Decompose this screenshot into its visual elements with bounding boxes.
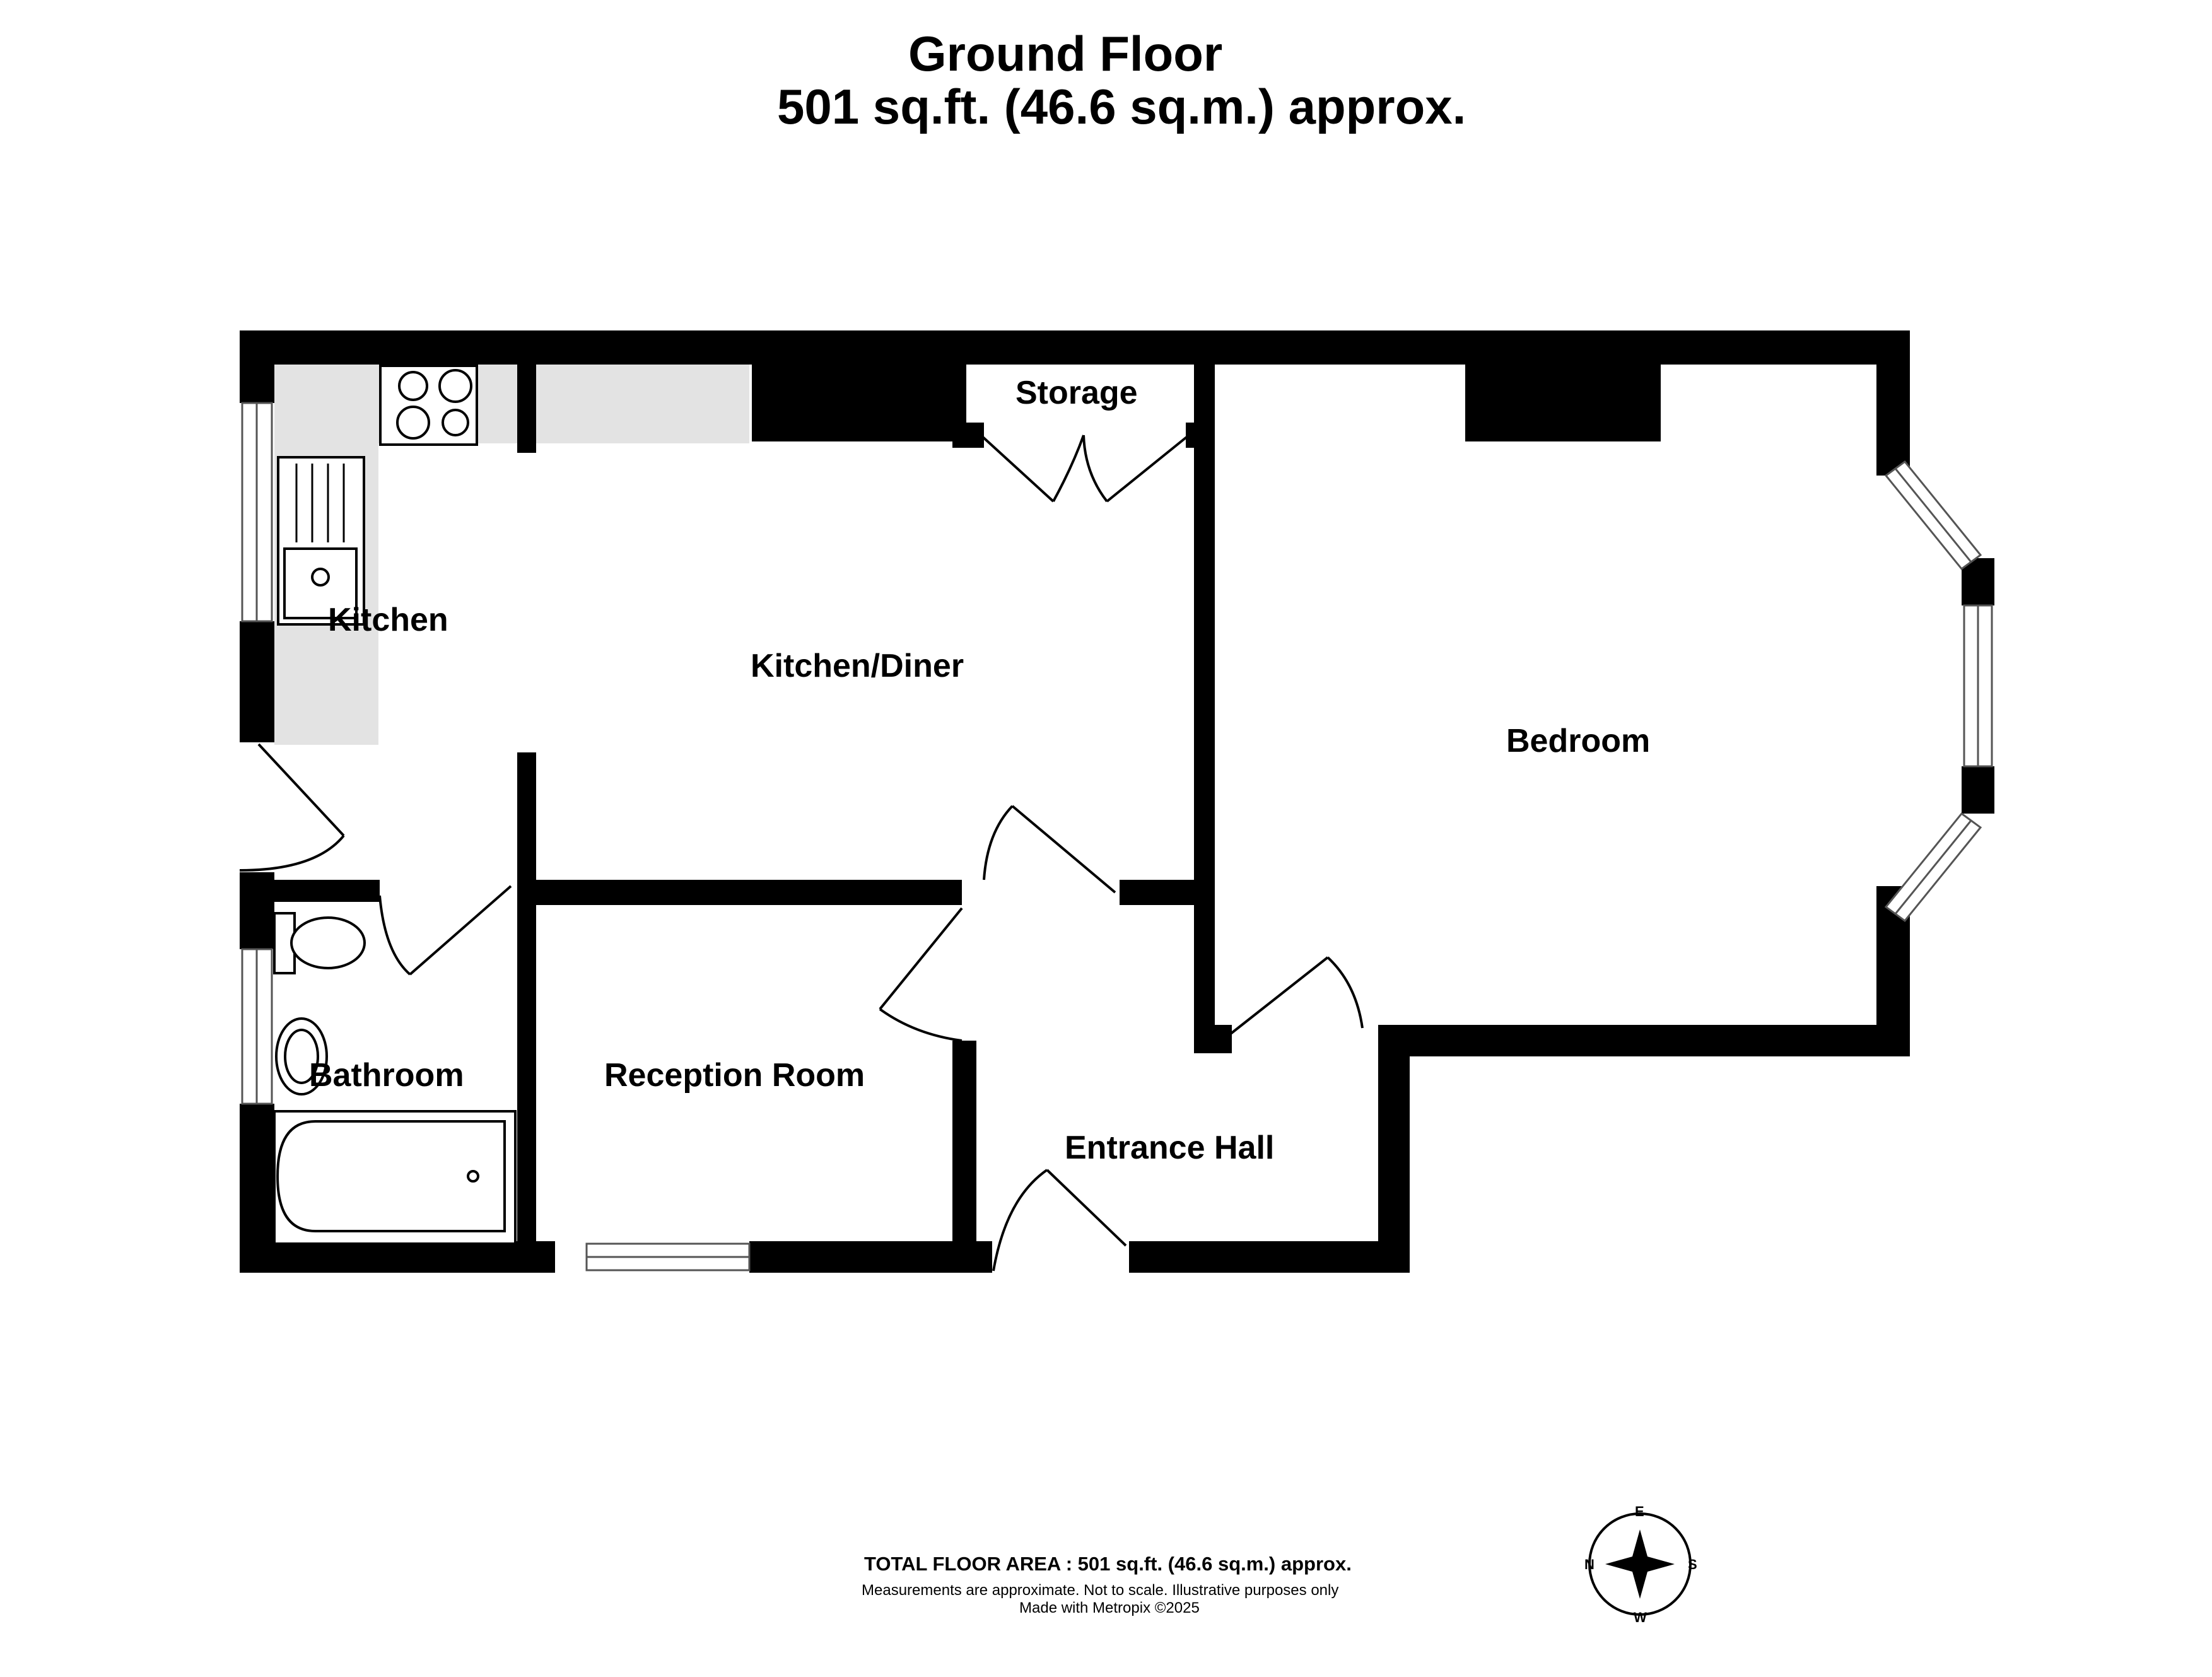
kitchen-sink-icon bbox=[277, 456, 365, 626]
compass-s: S bbox=[1688, 1557, 1697, 1572]
compass-e: E bbox=[1635, 1504, 1644, 1519]
floor-area: 501 sq.ft. (46.6 sq.m.) approx. bbox=[777, 79, 1466, 134]
toilet-icon bbox=[273, 912, 366, 974]
walls bbox=[240, 330, 1994, 1273]
room-label-kitchen-diner: Kitchen/Diner bbox=[751, 648, 964, 684]
footer-total-area: TOTAL FLOOR AREA : 501 sq.ft. (46.6 sq.m… bbox=[864, 1553, 1352, 1575]
room-label-storage: Storage bbox=[1015, 375, 1138, 411]
compass-n: N bbox=[1584, 1557, 1595, 1572]
hob-icon bbox=[379, 365, 478, 446]
bath-icon bbox=[273, 1110, 517, 1245]
compass-icon: N E S W bbox=[1584, 1504, 1697, 1625]
compass-w: W bbox=[1634, 1610, 1647, 1625]
doors bbox=[239, 434, 1364, 1271]
room-label-entrance-hall: Entrance Hall bbox=[1065, 1130, 1274, 1166]
windows bbox=[241, 402, 1993, 1271]
room-label-bedroom: Bedroom bbox=[1506, 723, 1650, 759]
basin-icon bbox=[275, 1017, 328, 1096]
footer-made-with: Made with Metropix ©2025 bbox=[1019, 1599, 1200, 1616]
room-label-kitchen: Kitchen bbox=[328, 602, 448, 638]
room-label-bathroom: Bathroom bbox=[309, 1057, 464, 1094]
floor-title: Ground Floor bbox=[908, 26, 1223, 81]
room-label-reception-room: Reception Room bbox=[604, 1057, 865, 1094]
footer-disclaimer: Measurements are approximate. Not to sca… bbox=[862, 1582, 1339, 1599]
